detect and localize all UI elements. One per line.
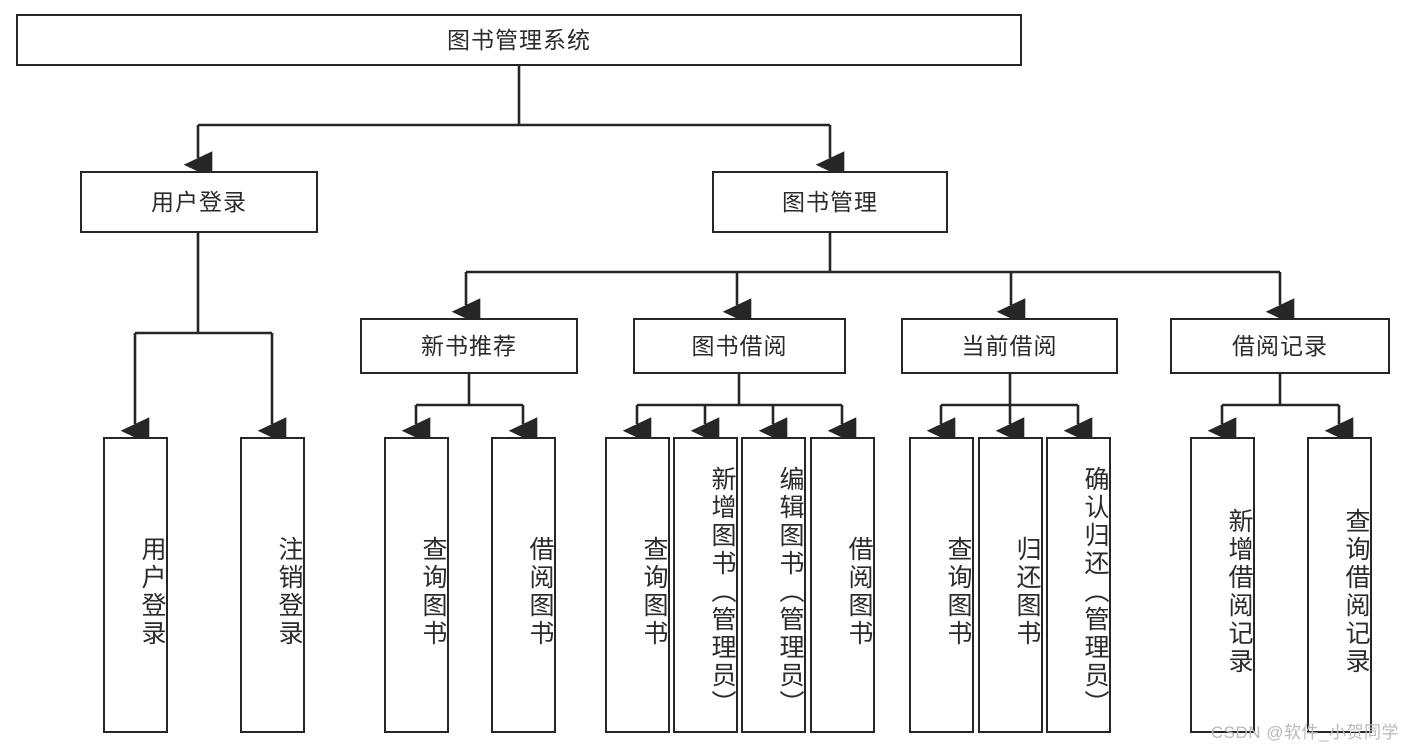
node-label: 新增借阅记录: [1225, 508, 1253, 676]
node-book-borrow[interactable]: 图书借阅: [633, 318, 846, 374]
node-label: 归还图书: [1013, 536, 1041, 648]
leaf-query-book-1[interactable]: 查询图书: [384, 437, 449, 733]
leaf-user-logout[interactable]: 注销登录: [240, 437, 305, 733]
leaf-edit-book[interactable]: 编辑图书（管理员）: [741, 437, 806, 733]
leaf-user-login[interactable]: 用户登录: [103, 437, 168, 733]
node-label: 用户登录: [138, 536, 166, 648]
node-label: 借阅图书: [526, 536, 554, 648]
node-label: 新增图书（管理员）: [708, 466, 736, 718]
node-user-login[interactable]: 用户登录: [80, 171, 318, 233]
leaf-add-book[interactable]: 新增图书（管理员）: [673, 437, 738, 733]
node-label: 编辑图书（管理员）: [776, 466, 804, 718]
node-label: 图书管理: [782, 188, 878, 215]
node-label: 借阅图书: [845, 536, 873, 648]
node-label: 查询图书: [419, 536, 447, 648]
node-label: 确认归还（管理员）: [1081, 466, 1109, 718]
leaf-borrow-book-1[interactable]: 借阅图书: [491, 437, 556, 733]
leaf-confirm-return[interactable]: 确认归还（管理员）: [1046, 437, 1111, 733]
node-label: 图书借阅: [691, 332, 788, 359]
node-borrow-record[interactable]: 借阅记录: [1170, 318, 1390, 374]
leaf-query-book-2[interactable]: 查询图书: [605, 437, 670, 733]
node-root-system[interactable]: 图书管理系统: [16, 14, 1022, 66]
leaf-add-record[interactable]: 新增借阅记录: [1190, 437, 1255, 733]
node-label: 查询图书: [640, 536, 668, 648]
node-new-book-recommend[interactable]: 新书推荐: [360, 318, 578, 374]
node-label: 用户登录: [151, 188, 247, 215]
node-label: 图书管理系统: [447, 26, 591, 53]
node-label: 新书推荐: [421, 332, 517, 359]
node-label: 借阅记录: [1232, 332, 1328, 359]
node-label: 查询图书: [944, 536, 972, 648]
node-label: 当前借阅: [961, 332, 1058, 359]
leaf-query-book-3[interactable]: 查询图书: [909, 437, 974, 733]
node-book-manage[interactable]: 图书管理: [712, 171, 948, 233]
leaf-query-record[interactable]: 查询借阅记录: [1307, 437, 1372, 733]
leaf-borrow-book-2[interactable]: 借阅图书: [810, 437, 875, 733]
csdn-watermark: CSDN @软件_小贺同学: [1210, 723, 1399, 742]
node-label: 注销登录: [275, 536, 303, 648]
leaf-return-book[interactable]: 归还图书: [978, 437, 1043, 733]
node-label: 查询借阅记录: [1342, 508, 1370, 676]
node-current-borrow[interactable]: 当前借阅: [901, 318, 1118, 374]
